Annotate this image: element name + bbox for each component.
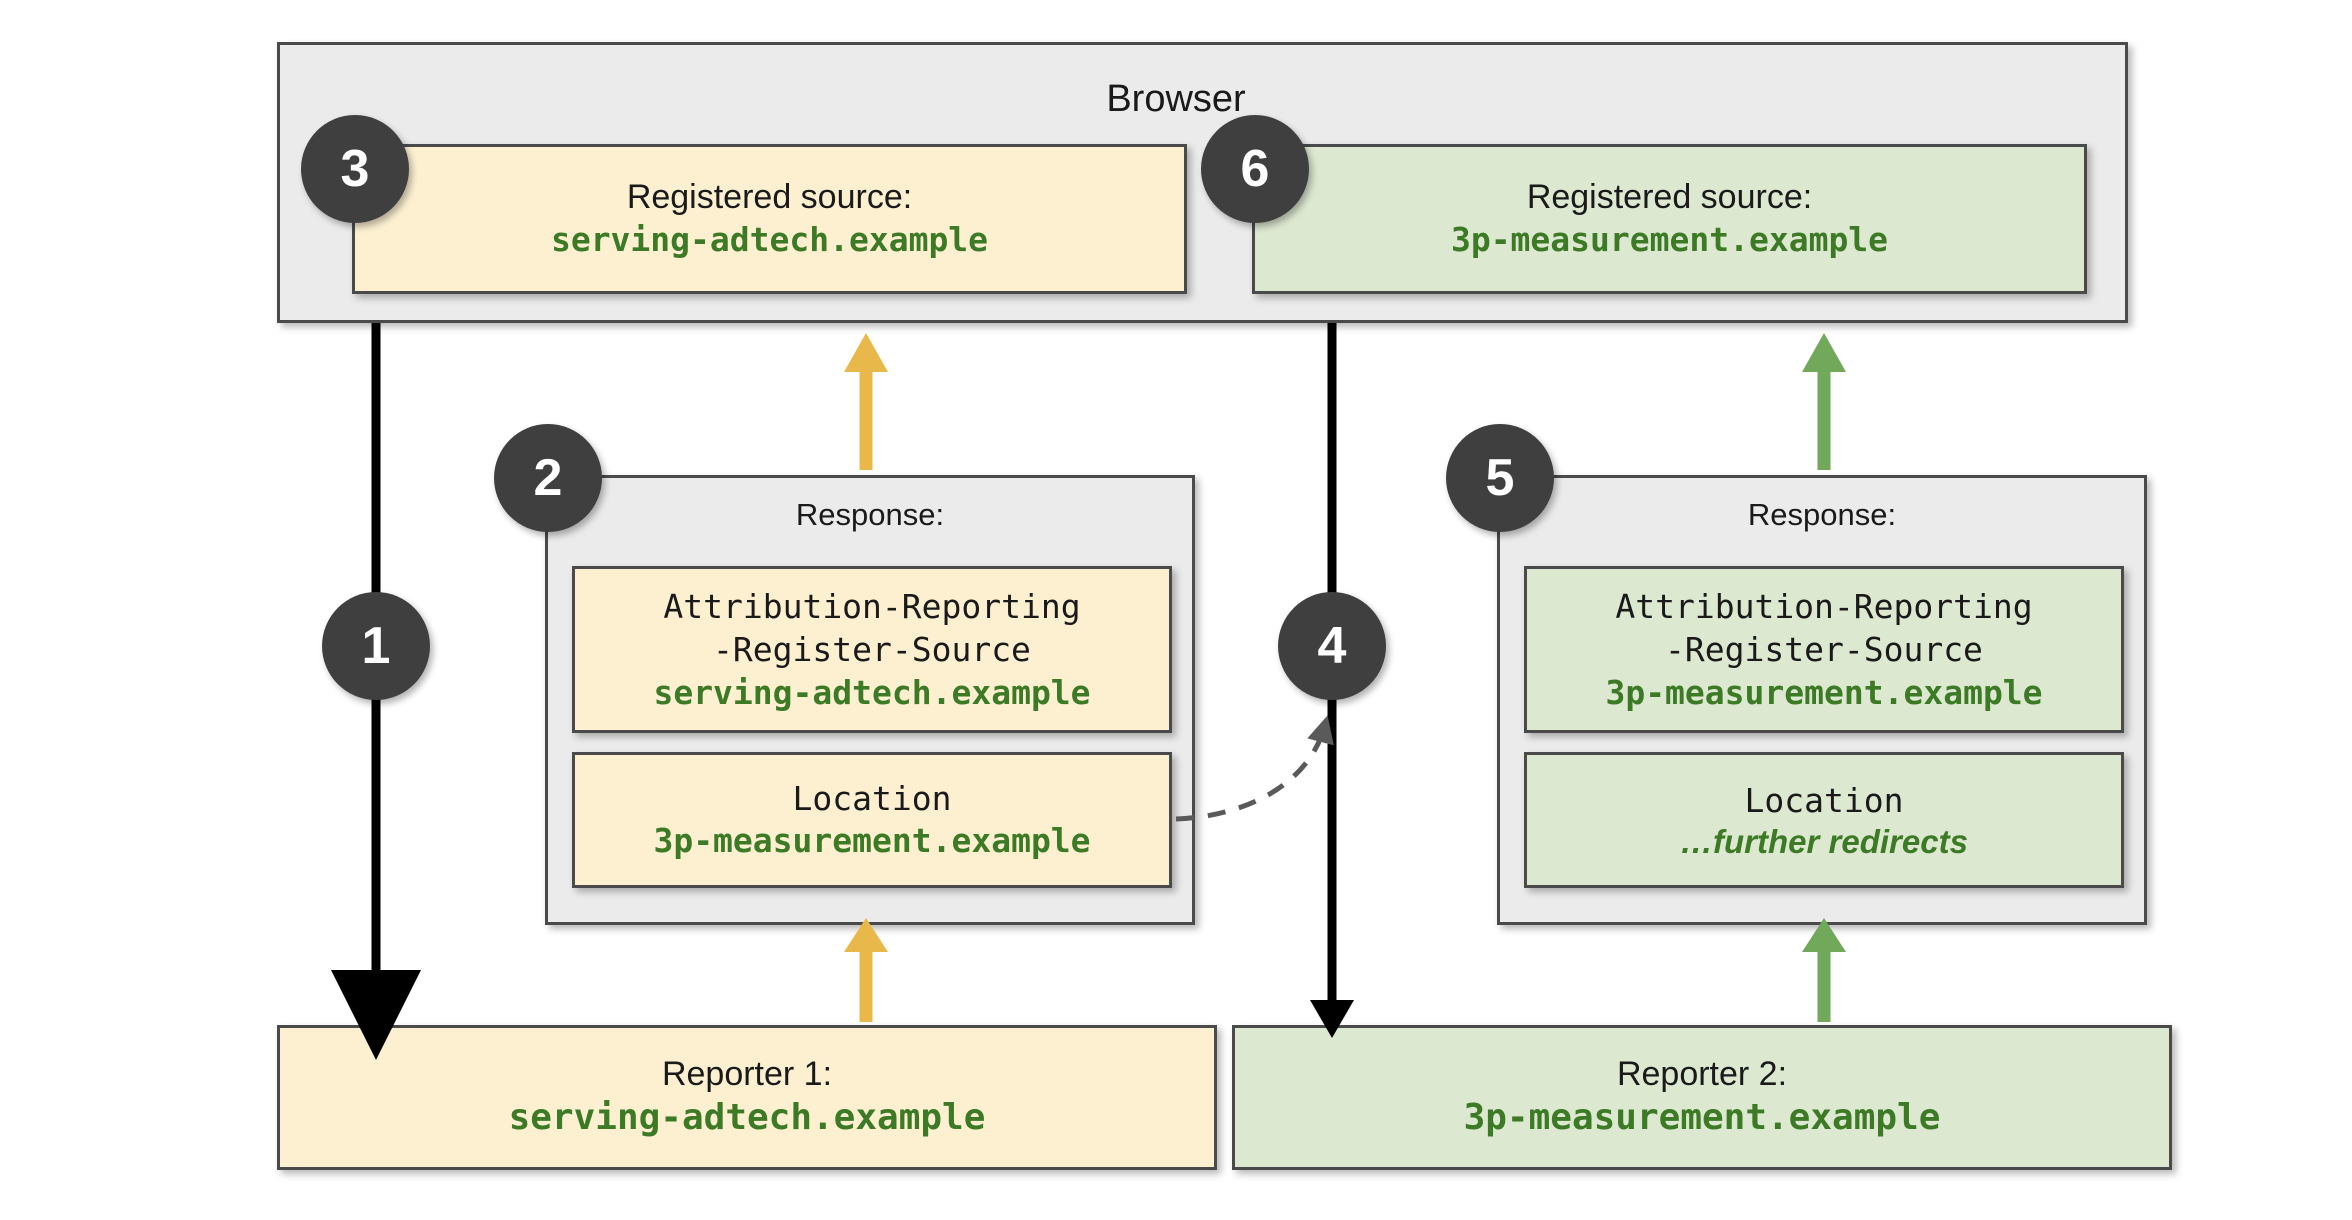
step-badge-4: 4 (1278, 592, 1386, 700)
registered-source-label-1: Registered source: (626, 178, 913, 217)
step-badge-2: 2 (494, 424, 602, 532)
reporter-box-1[interactable]: Reporter 1: serving-adtech.example (277, 1025, 1217, 1170)
reporter-label-1: Reporter 1: (661, 1054, 833, 1093)
reporter-box-2[interactable]: Reporter 2: 3p-measurement.example (1232, 1025, 2172, 1170)
response-header-block-5-0[interactable]: Attribution-Reporting -Register-Source 3… (1524, 566, 2124, 733)
registered-source-box-1[interactable]: Registered source: serving-adtech.exampl… (352, 144, 1187, 294)
header-value-2-0: serving-adtech.example (653, 672, 1091, 712)
header-name-line1-5-0: Attribution-Reporting (1615, 586, 2033, 626)
header-value-2-1: 3p-measurement.example (653, 821, 1091, 861)
arrow-redirect-dashed (1175, 715, 1334, 822)
step-badge-3: 3 (301, 115, 409, 223)
registered-source-box-2[interactable]: Registered source: 3p-measurement.exampl… (1252, 144, 2087, 294)
header-name-line1-2-1: Location (792, 778, 952, 818)
response-header-block-5-1[interactable]: Location …further redirects (1524, 752, 2124, 888)
reporter-value-1: serving-adtech.example (508, 1097, 986, 1139)
step-badge-1: 1 (322, 592, 430, 700)
arrow-reporter2-to-response5-head (1802, 918, 1846, 952)
registered-source-value-2: 3p-measurement.example (1450, 219, 1889, 259)
arrow-reporter1-to-response2-head (844, 918, 888, 952)
arrow-response5-to-browser-head (1802, 333, 1846, 372)
reporter-label-2: Reporter 2: (1616, 1054, 1788, 1093)
header-name-line2-5-0: -Register-Source (1665, 630, 1983, 670)
registered-source-value-1: serving-adtech.example (550, 219, 989, 259)
registered-source-label-2: Registered source: (1526, 178, 1813, 217)
header-name-line1-5-1: Location (1744, 781, 1904, 821)
response-header-block-2-0[interactable]: Attribution-Reporting -Register-Source s… (572, 566, 1172, 733)
response-header-block-2-1[interactable]: Location 3p-measurement.example (572, 752, 1172, 888)
arrow-response2-to-browser-head (844, 333, 888, 372)
arrow-browser-to-reporter2-head (1310, 1000, 1354, 1038)
reporter-value-2: 3p-measurement.example (1463, 1097, 1941, 1139)
header-value-5-1: …further redirects (1680, 822, 1968, 860)
step-badge-5: 5 (1446, 424, 1554, 532)
header-name-line2-2-0: -Register-Source (713, 630, 1031, 670)
response-title-2: Response: (795, 497, 945, 532)
response-title-5: Response: (1747, 497, 1897, 532)
header-name-line1-2-0: Attribution-Reporting (663, 586, 1081, 626)
step-badge-6: 6 (1201, 115, 1309, 223)
header-value-5-0: 3p-measurement.example (1605, 672, 2043, 712)
browser-title: Browser (1106, 78, 1246, 120)
response-panel-2: Response: Attribution-Reporting -Registe… (545, 475, 1195, 925)
